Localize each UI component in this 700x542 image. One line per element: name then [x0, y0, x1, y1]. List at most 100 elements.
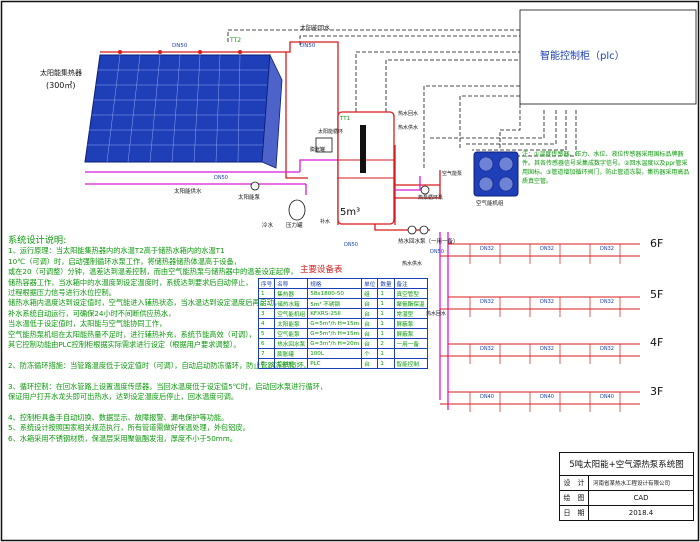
table-cell: 台 — [361, 328, 379, 339]
floor-6f-dn3: DN32 — [600, 246, 614, 252]
collector-area: (300㎡) — [46, 81, 76, 90]
date-value: 2018.4 — [628, 509, 654, 517]
floor-5f-dn1: DN32 — [480, 299, 494, 305]
drawn-value: CAD — [633, 494, 649, 502]
table-cell: 1 — [377, 298, 395, 309]
return-pump-1-symbol — [407, 225, 417, 235]
note-line: 补水系统自动运行，可确保24小时不间断供应热水， — [8, 308, 176, 318]
dn-label-top-right: DN50 — [300, 43, 316, 49]
return-pump-label: 热水回水泵（一用一备） — [398, 239, 459, 245]
note-line: 当水温低于设定值时，太阳能与空气能协同工作， — [8, 319, 167, 329]
table-header-cell: 数量 — [377, 278, 395, 289]
table-cell: G=3m³/h H=20m — [307, 338, 363, 349]
table-cell: 1 — [257, 288, 276, 299]
table-header-cell: 单位 — [361, 278, 379, 289]
table-cell: 3 — [257, 308, 276, 319]
note-line: 保证用户打开水龙头即可出热水，达到设定温度后停止，回水温度可调。 — [8, 392, 239, 402]
table-cell: 2 — [257, 298, 276, 309]
note-line — [8, 371, 478, 381]
solar-collector-array — [84, 53, 283, 169]
return-pump-2-symbol — [419, 225, 429, 235]
note-line: 储热容器工作，当水箱中的水温度到设定温度时，系统达到要求后自动停止， — [8, 277, 253, 287]
date-label: 日 期 — [560, 506, 589, 520]
table-header-cell: 规格 — [307, 278, 363, 289]
table-cell: 台 — [361, 308, 379, 319]
floor-4f-dn1: DN32 — [480, 346, 494, 352]
floor-3f-dn2: DN40 — [540, 394, 554, 400]
dn-label-top-left: DN50 — [172, 43, 188, 49]
heat-pump-loop-label: 热泵循环泵 — [418, 195, 444, 201]
note-line: 1、运行原理：当太阳能集热器内的水温T2高于储热水箱内的水温T1 — [8, 246, 225, 256]
hot-supply-label: 热水供水 — [398, 125, 419, 131]
table-cell: 5 — [257, 328, 276, 339]
table-cell: G=5m³/h H=15m — [307, 318, 363, 329]
title-block-project: 5吨太阳能+空气源热泵系统图 — [569, 460, 684, 470]
return-loop-label: 太阳能回水 — [300, 25, 331, 32]
note-line: 5、系统设计按照国家相关规范执行，所有管道需做好保温处理，外包铝皮。 — [8, 423, 250, 433]
table-cell: 台 — [361, 298, 379, 309]
equipment-table-header: 序号 名称 规格 单位 数量 备注 — [257, 278, 428, 289]
heat-pump-pump-label: 空气能泵 — [442, 171, 463, 177]
table-cell: 7 — [257, 348, 276, 359]
table-cell: 屏蔽泵 — [393, 318, 428, 329]
table-cell: 真空管型 — [393, 288, 428, 299]
design-label: 设 计 — [560, 476, 589, 490]
pressure-tank-symbol — [288, 199, 306, 221]
table-header-cell: 序号 — [257, 278, 276, 289]
floor-6f-dn1: DN32 — [480, 246, 494, 252]
table-cell: 组 — [361, 288, 379, 299]
table-cell: 空气能机组 — [274, 308, 309, 319]
controller-box — [519, 9, 697, 105]
solar-supply-label: 太阳能供水 — [174, 189, 202, 195]
table-cell: 1 — [377, 308, 395, 319]
floor-6f-dn2: DN32 — [540, 246, 554, 252]
table-cell: 集热器 — [274, 288, 309, 299]
storage-tank — [337, 111, 395, 225]
title-block-design-row: 设 计河南省某热水工程设计有限公司 — [560, 475, 693, 490]
table-cell: 聚氨酯保温 — [393, 298, 428, 309]
table-cell: PLC — [307, 358, 363, 369]
floor-label-5f: 5F — [650, 288, 664, 301]
table-cell — [393, 348, 428, 359]
table-cell: 台 — [361, 318, 379, 329]
table-header-cell: 备注 — [393, 278, 428, 289]
table-cell: 控制柜 — [274, 358, 309, 369]
table-cell: 100L — [307, 348, 363, 359]
note-line: 过程根据压力信号进行水位控制。 — [8, 288, 116, 298]
table-cell: 1 — [377, 318, 395, 329]
riser-dn-label: DN50 — [430, 249, 444, 255]
tt1-label: TT1 — [340, 116, 351, 122]
note-line: 3、循环控制：在回水管路上设置温度传感器，当回水温度低于设定值5℃时，启动回水泵… — [8, 381, 328, 391]
note-line: 6、水箱采用不锈钢材质，保温层采用聚氨酯发泡，厚度不小于50mm。 — [8, 433, 237, 443]
cold-water-label: 冷水 — [262, 223, 274, 229]
pressure-tank-label: 压力罐 — [286, 223, 303, 229]
tank-capacity: 5m³ — [340, 207, 361, 218]
table-cell: 6 — [257, 338, 276, 349]
solar-pump-label: 太阳能泵 — [238, 195, 261, 201]
makeup-label: 补水 — [320, 219, 331, 225]
note-line — [8, 403, 478, 413]
heat-pump-unit — [473, 151, 519, 197]
design-notes: 系统设计说明: 1、运行原理：当太阳能集热器内的水温T2高于储热水箱内的水温T1… — [8, 235, 478, 444]
riser-hot-return-label: 热水回水 — [426, 311, 447, 317]
note-line: 10℃（可调）时，启动强制循环水泵工作，将储热器储热体温高于设备， — [8, 256, 241, 266]
solar-pump-symbol — [250, 181, 260, 191]
tt2-label: TT2 — [230, 37, 242, 44]
riser-hot-supply-label: 热水供水 — [402, 261, 423, 267]
collector-title: 太阳能集热器 — [40, 69, 82, 77]
floor-5f-dn3: DN32 — [600, 299, 614, 305]
note-line: 4、控制柜具备手自动切换、数据显示、故障报警、漏电保护等功能。 — [8, 412, 229, 422]
table-cell: 热水回水泵 — [274, 338, 309, 349]
table-cell: 膨胀罐 — [274, 348, 309, 359]
table-cell: 太阳能泵 — [274, 318, 309, 329]
table-cell: 1 — [377, 328, 395, 339]
note-line: 空气能热泵机组在太阳能热量不足时，进行辅热补充，系统节能高效（可调）， — [8, 329, 256, 339]
solar-loop-label: 太阳能循环 — [318, 129, 344, 135]
